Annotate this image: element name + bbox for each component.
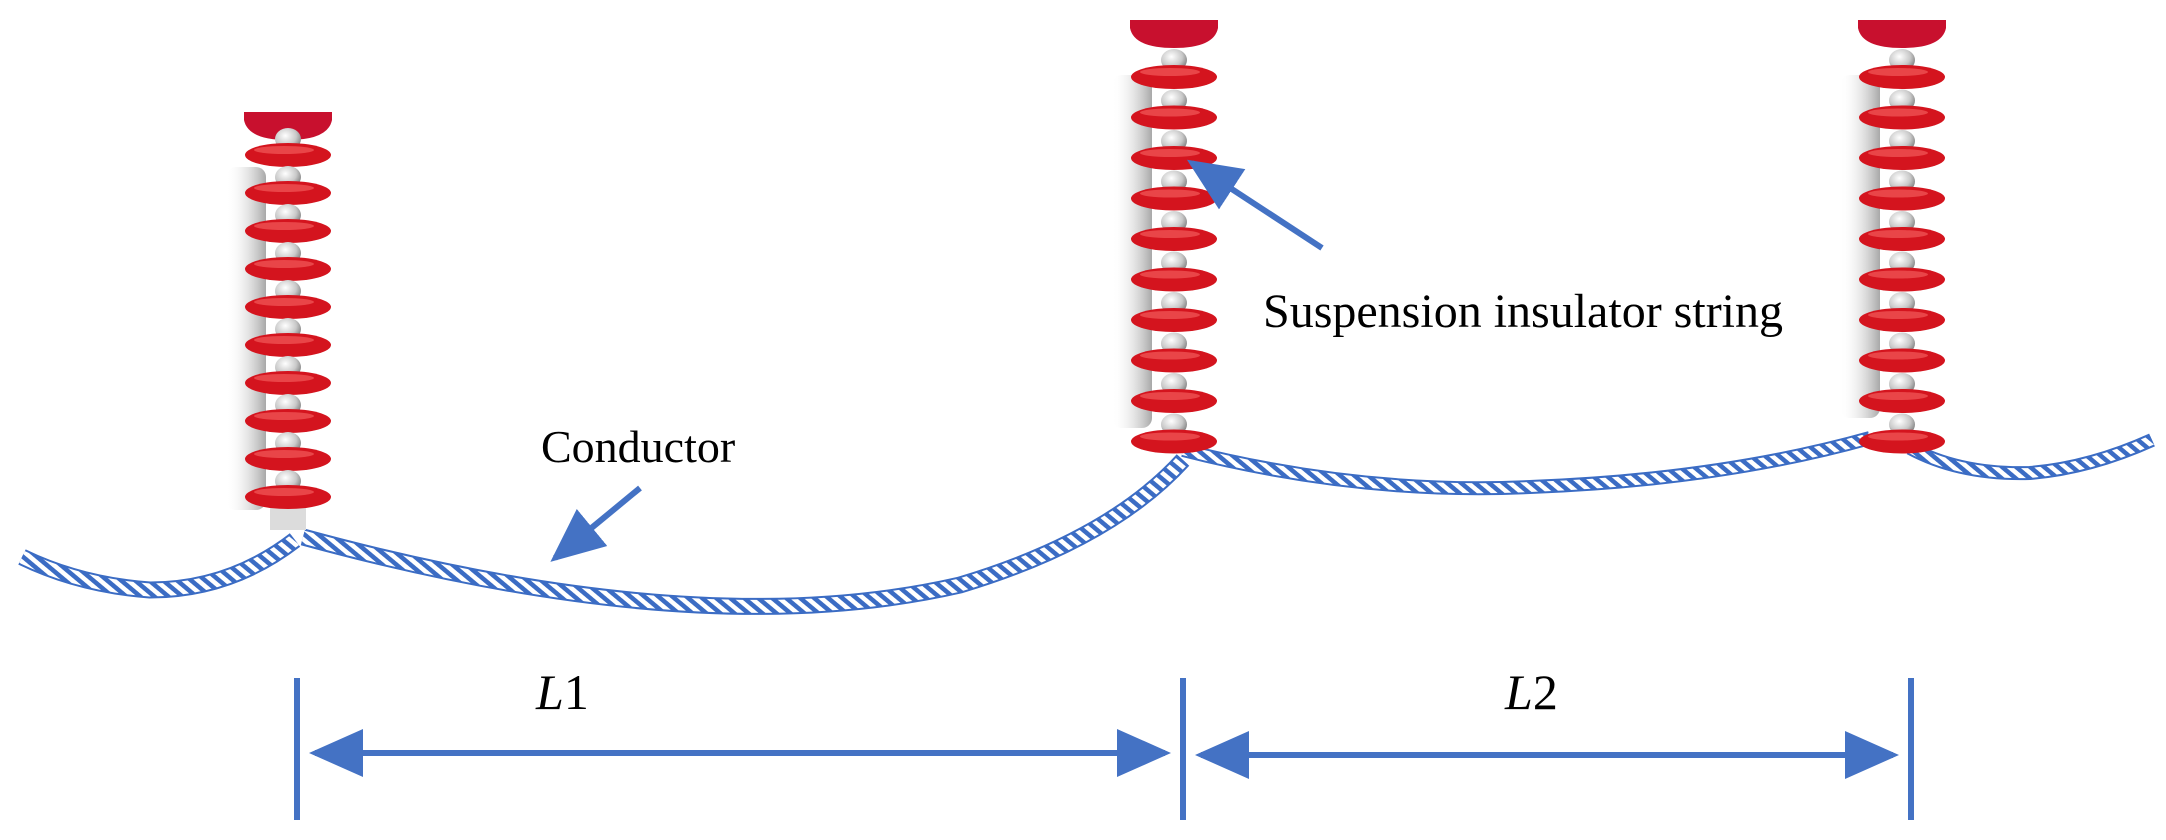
insulator-cap bbox=[1858, 20, 1946, 48]
span2-label-idx: 2 bbox=[1533, 664, 1558, 720]
insulator-disc-highlight bbox=[254, 412, 314, 420]
insulator-disc-highlight bbox=[1868, 351, 1928, 360]
insulator-disc-highlight bbox=[1868, 189, 1928, 198]
insulator-disc-highlight bbox=[1868, 68, 1928, 76]
conductor-segment-span1 bbox=[300, 454, 1190, 615]
insulator-disc-highlight bbox=[1140, 432, 1200, 441]
insulator-disc-highlight bbox=[254, 336, 314, 344]
insulator-disc-highlight bbox=[1140, 230, 1200, 238]
insulator-cap bbox=[1130, 20, 1218, 48]
insulator-disc-highlight bbox=[254, 488, 314, 496]
span1-label: L1 bbox=[535, 664, 589, 720]
insulator-shadow bbox=[1112, 75, 1152, 428]
insulator-disc-highlight bbox=[1140, 108, 1200, 117]
span1-label-idx: 1 bbox=[564, 664, 589, 720]
insulator-string-2 bbox=[1112, 20, 1218, 454]
span1-label-var: L bbox=[535, 664, 564, 720]
insulator-disc-highlight bbox=[1868, 149, 1928, 157]
insulator-disc-highlight bbox=[1868, 230, 1928, 238]
insulator-disc-highlight bbox=[1140, 351, 1200, 360]
insulator-string-3 bbox=[1840, 20, 1946, 454]
insulator-disc-highlight bbox=[1140, 392, 1200, 400]
insulator-disc-highlight bbox=[1868, 392, 1928, 400]
insulator-disc-highlight bbox=[1868, 311, 1928, 319]
insulator-disc-highlight bbox=[1140, 270, 1200, 279]
insulator-cap bbox=[244, 112, 332, 140]
insulators-group bbox=[226, 20, 1946, 530]
span-dimensions bbox=[294, 678, 1914, 820]
insulator-string-1 bbox=[226, 112, 332, 530]
insulator-disc-highlight bbox=[254, 222, 314, 230]
conductor-callout-arrow bbox=[550, 485, 642, 562]
insulator-disc-highlight bbox=[254, 374, 314, 382]
insulator-disc-highlight bbox=[254, 184, 314, 192]
insulator-disc-highlight bbox=[1140, 68, 1200, 76]
conductor-group bbox=[18, 431, 2155, 615]
insulator-label: Suspension insulator string bbox=[1263, 285, 1783, 338]
span2-label-var: L bbox=[1504, 664, 1533, 720]
span2-label: L2 bbox=[1504, 664, 1558, 720]
insulator-disc-highlight bbox=[254, 298, 314, 306]
insulator-callout-arrow bbox=[1186, 159, 1324, 251]
insulator-disc-highlight bbox=[1868, 108, 1928, 117]
insulator-disc-highlight bbox=[1868, 432, 1928, 441]
insulator-disc-highlight bbox=[254, 146, 314, 154]
insulator-disc-highlight bbox=[1140, 189, 1200, 198]
insulator-disc-highlight bbox=[1140, 149, 1200, 157]
conductor-label: Conductor bbox=[541, 421, 735, 472]
insulator-clamp bbox=[270, 507, 306, 530]
insulator-disc-highlight bbox=[254, 260, 314, 268]
insulator-disc-highlight bbox=[1140, 311, 1200, 319]
insulator-disc-highlight bbox=[254, 450, 314, 458]
callouts bbox=[550, 159, 1324, 562]
insulator-disc-highlight bbox=[1868, 270, 1928, 279]
